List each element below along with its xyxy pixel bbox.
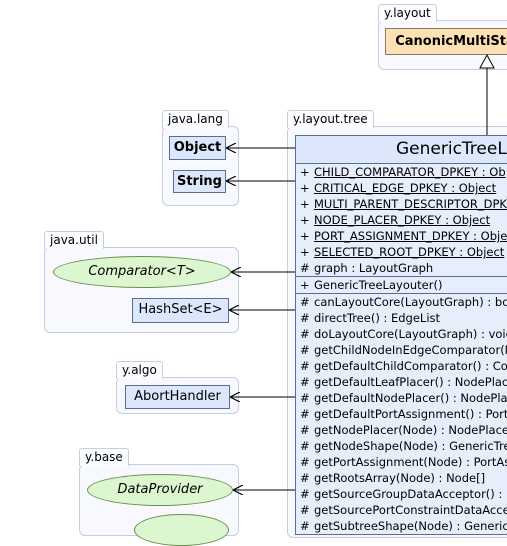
member-text: canLayoutCore(LayoutGraph) : boo: [314, 295, 507, 309]
visibility-marker: #: [300, 375, 310, 389]
member-text: getSourceGroupDataAcceptor() : D: [314, 487, 507, 501]
method-row[interactable]: # getDefaultPortAssignment() : PortA: [296, 406, 507, 422]
field-row[interactable]: + MULTI_PARENT_DESCRIPTOR_DPK: [296, 196, 507, 212]
member-text: CHILD_COMPARATOR_DPKEY : Ob: [314, 165, 506, 179]
method-row[interactable]: # getChildNodeInEdgeComparator(N: [296, 342, 507, 358]
member-text: getDefaultChildComparator() : Co: [314, 359, 507, 373]
method-row[interactable]: # canLayoutCore(LayoutGraph) : boo: [296, 294, 507, 310]
member-text: graph : LayoutGraph: [314, 261, 434, 275]
package-y-layout-tree-label: y.layout.tree: [287, 110, 374, 128]
visibility-marker: #: [300, 311, 310, 325]
visibility-marker: #: [300, 503, 310, 517]
member-text: getDefaultNodePlacer() : NodePla: [314, 391, 507, 405]
visibility-marker: #: [300, 327, 310, 341]
member-text: getDefaultLeafPlacer() : NodePlac: [314, 375, 507, 389]
member-text: getDefaultPortAssignment() : PortA: [314, 407, 507, 421]
member-text: SELECTED_ROOT_DPKEY : Object: [314, 245, 505, 259]
constructors-section: + GenericTreeLayouter(): [296, 277, 507, 294]
visibility-marker: #: [300, 343, 310, 357]
method-row[interactable]: # getDefaultLeafPlacer() : NodePlac: [296, 374, 507, 390]
class-hashset[interactable]: HashSet<E>: [132, 298, 229, 323]
interface-comparator[interactable]: Comparator<T>: [53, 256, 231, 288]
member-text: directTree() : EdgeList: [314, 311, 441, 325]
visibility-marker: +: [300, 213, 310, 227]
package-y-layout-label: y.layout: [378, 4, 437, 22]
package-y-algo-label: y.algo: [116, 361, 163, 379]
field-row[interactable]: + CHILD_COMPARATOR_DPKEY : Ob: [296, 164, 507, 180]
package-java-lang-label: java.lang: [162, 110, 229, 128]
field-row[interactable]: + CRITICAL_EDGE_DPKEY : Object: [296, 180, 507, 196]
member-text: CRITICAL_EDGE_DPKEY : Object: [314, 181, 497, 195]
member-text: getSourcePortConstraintDataAccep: [314, 503, 507, 517]
member-text: NODE_PLACER_DPKEY : Object: [314, 213, 491, 227]
class-string[interactable]: String: [173, 170, 226, 193]
method-row[interactable]: # getSourceGroupDataAcceptor() : D: [296, 486, 507, 502]
method-row[interactable]: # getSourcePortConstraintDataAccep: [296, 502, 507, 518]
visibility-marker: +: [300, 165, 310, 179]
visibility-marker: +: [300, 278, 310, 292]
visibility-marker: +: [300, 229, 310, 243]
class-generic-tree-layouter[interactable]: GenericTreeL + CHILD_COMPARATOR_DPKEY : O…: [295, 135, 507, 535]
member-text: getPortAssignment(Node) : PortAs: [314, 455, 507, 469]
visibility-marker: #: [300, 487, 310, 501]
package-java-util-label: java.util: [44, 231, 104, 249]
class-canonic-multi-stage[interactable]: CanonicMultiSta: [385, 28, 507, 55]
methods-section: # canLayoutCore(LayoutGraph) : boo # direct…: [296, 294, 507, 534]
class-title: GenericTreeL: [296, 136, 507, 164]
member-text: MULTI_PARENT_DESCRIPTOR_DPK: [314, 197, 507, 211]
member-text: PORT_ASSIGNMENT_DPKEY : Obje: [314, 229, 507, 243]
member-text: getNodeShape(Node) : GenericTre: [314, 439, 507, 453]
field-row[interactable]: + NODE_PLACER_DPKEY : Object: [296, 212, 507, 228]
package-y-base-label: y.base: [79, 448, 129, 466]
class-object[interactable]: Object: [169, 136, 226, 160]
method-row[interactable]: # getPortAssignment(Node) : PortAs: [296, 454, 507, 470]
member-text: doLayoutCore(LayoutGraph) : voic: [314, 327, 507, 341]
visibility-marker: #: [300, 407, 310, 421]
member-text: getRootsArray(Node) : Node[]: [314, 471, 486, 485]
method-row[interactable]: # getRootsArray(Node) : Node[]: [296, 470, 507, 486]
inheritance-arrowhead: [479, 53, 495, 69]
member-text: getChildNodeInEdgeComparator(N: [314, 343, 507, 357]
visibility-marker: #: [300, 391, 310, 405]
visibility-marker: #: [300, 359, 310, 373]
constructor-row[interactable]: + GenericTreeLayouter(): [296, 277, 507, 293]
visibility-marker: #: [300, 439, 310, 453]
member-text: GenericTreeLayouter(): [314, 278, 443, 292]
relationship-lines: [226, 53, 495, 522]
method-row[interactable]: # directTree() : EdgeList: [296, 310, 507, 326]
field-row[interactable]: + PORT_ASSIGNMENT_DPKEY : Obje: [296, 228, 507, 244]
method-row[interactable]: # getDefaultChildComparator() : Co: [296, 358, 507, 374]
visibility-marker: #: [300, 295, 310, 309]
visibility-marker: #: [300, 261, 310, 275]
fields-section: + CHILD_COMPARATOR_DPKEY : Ob + CRITICAL_ED…: [296, 164, 507, 277]
interface-data-provider[interactable]: DataProvider: [87, 474, 233, 506]
method-row[interactable]: # getNodeShape(Node) : GenericTre: [296, 438, 507, 454]
method-row[interactable]: # doLayoutCore(LayoutGraph) : voic: [296, 326, 507, 342]
class-abort-handler[interactable]: AbortHandler: [125, 385, 230, 409]
visibility-marker: +: [300, 197, 310, 211]
visibility-marker: #: [300, 455, 310, 469]
method-row[interactable]: # getNodePlacer(Node) : NodePlace: [296, 422, 507, 438]
visibility-marker: +: [300, 181, 310, 195]
field-row[interactable]: + SELECTED_ROOT_DPKEY : Object: [296, 244, 507, 260]
method-row[interactable]: # getDefaultNodePlacer() : NodePla: [296, 390, 507, 406]
visibility-marker: #: [300, 423, 310, 437]
visibility-marker: +: [300, 245, 310, 259]
field-row[interactable]: # graph : LayoutGraph: [296, 260, 507, 276]
member-text: getNodePlacer(Node) : NodePlace: [314, 423, 507, 437]
visibility-marker: #: [300, 471, 310, 485]
